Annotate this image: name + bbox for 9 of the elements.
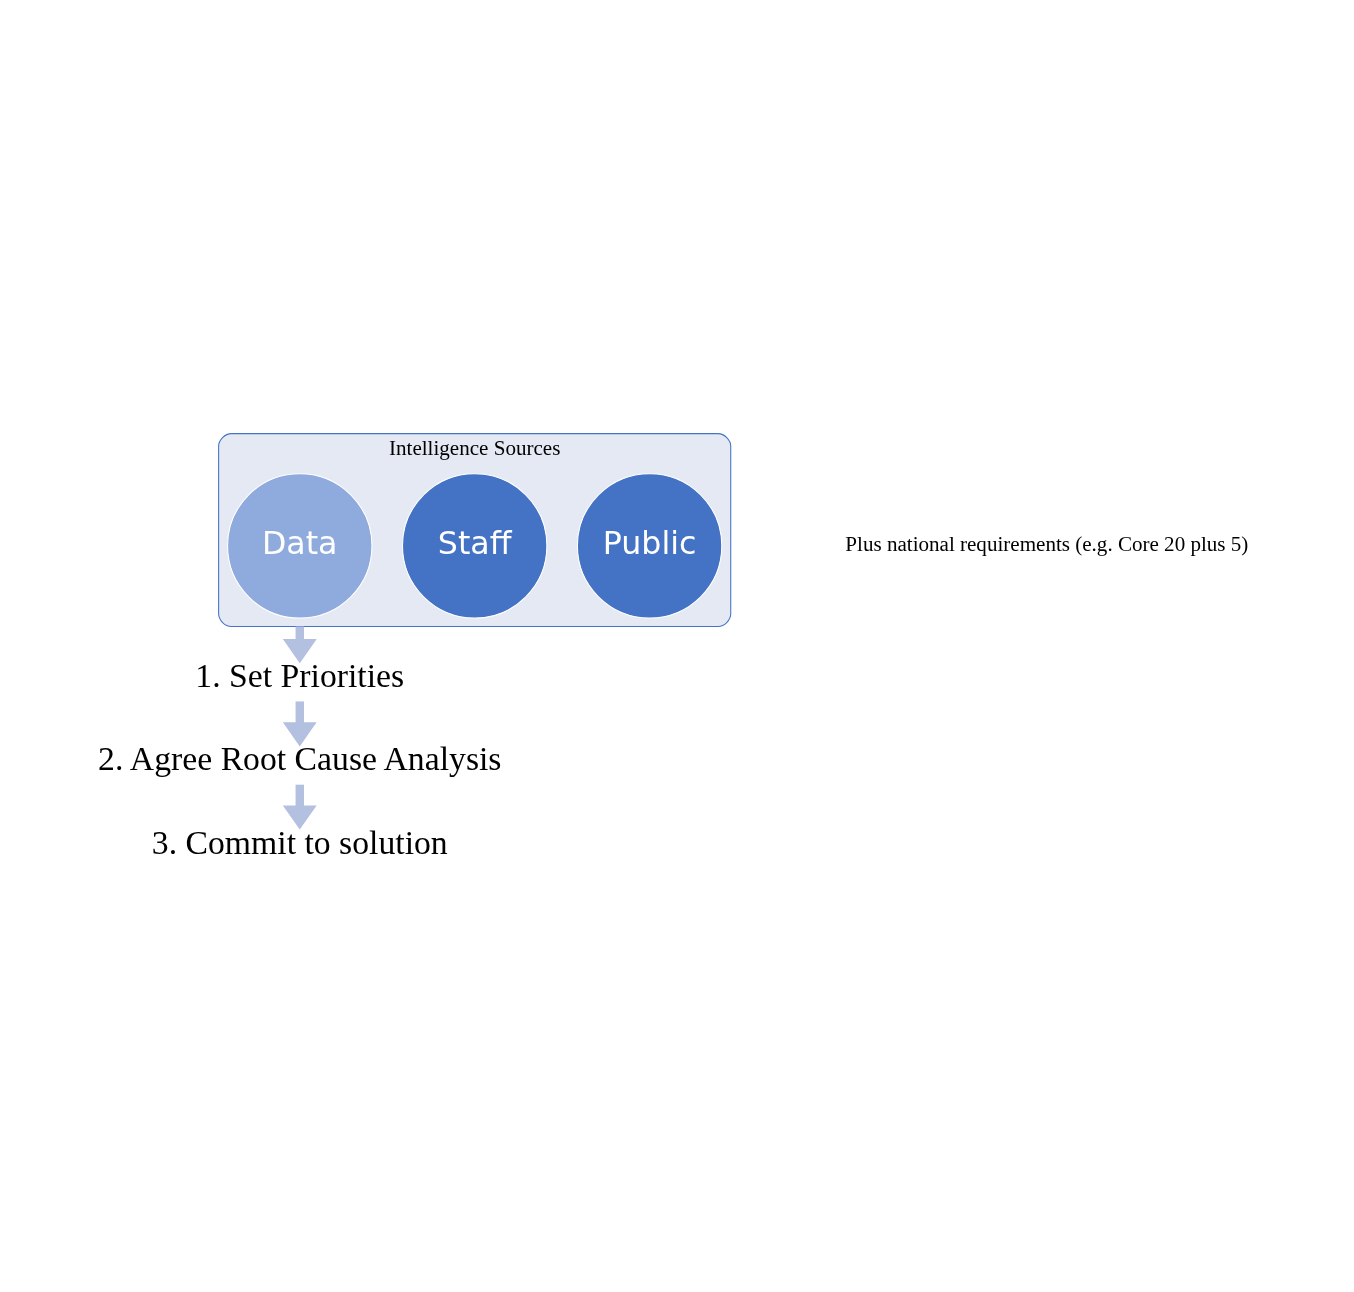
node-text: 3. Commit to solution (151, 823, 448, 861)
node-text: 1. Set Priorities (195, 656, 405, 694)
node-circle: Staff (401, 472, 548, 619)
node-text: 2. Agree Root Cause Analysis (98, 739, 502, 777)
arrow (282, 700, 317, 746)
node-circle: Public (576, 472, 723, 619)
arrow (282, 784, 317, 830)
label: Plus national requirements (e.g. Core 20 plus 5) (845, 531, 1249, 556)
node-circle: Data (227, 472, 373, 619)
